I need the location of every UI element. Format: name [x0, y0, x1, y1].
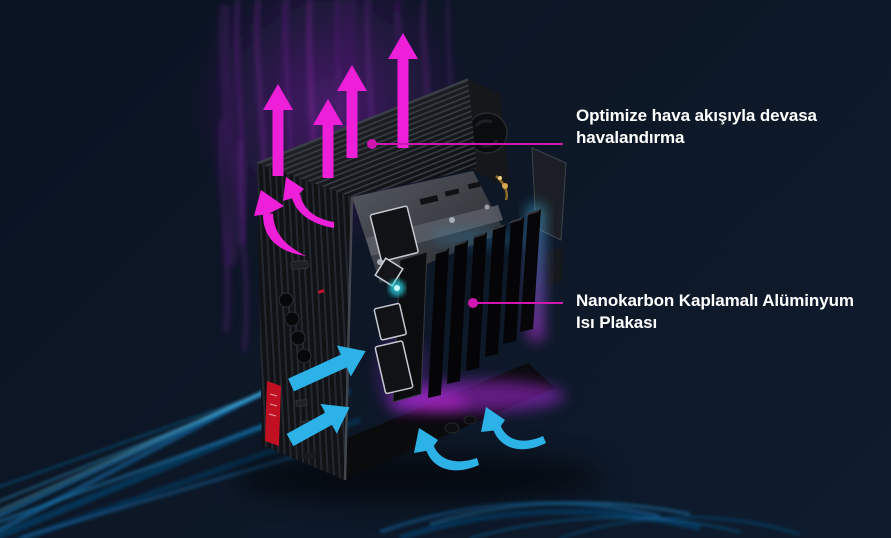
- heatsink-fin: [428, 248, 449, 398]
- intake-arrows: [286, 345, 546, 471]
- exhaust-swirl-arrow-icon: [283, 177, 334, 228]
- exhaust-arrow-up-icon: [337, 65, 367, 158]
- intake-arrow-icon: [286, 403, 350, 447]
- heatsink-fin: [447, 240, 468, 384]
- exhaust-swirl-arrow-icon: [254, 190, 306, 256]
- callout-lines: [367, 139, 563, 308]
- device-shadow: [235, 452, 605, 504]
- intake-swirl-arrow-icon: [481, 407, 546, 450]
- intake-arrow-icon: [288, 345, 366, 392]
- motherboard-modules: [369, 205, 419, 395]
- annotation-heat-plate: Nanokarbon Kaplamalı Alüminyum Isı Plaka…: [576, 291, 854, 332]
- cpu-chip: [374, 257, 404, 287]
- exhaust-arrow-up-icon: [263, 84, 293, 176]
- exhaust-arrow-up-icon: [388, 33, 418, 148]
- callout-dot-heat-plate: [468, 298, 478, 308]
- annotation-ventilation: Optimize hava akışıyla devasa havalandır…: [576, 106, 817, 147]
- callout-dot-ventilation: [367, 139, 377, 149]
- exhaust-arrow-up-icon: [313, 99, 343, 178]
- exhaust-arrows: [254, 33, 418, 256]
- rog-red-label: [265, 381, 281, 446]
- mini-pc-device: [235, 78, 605, 504]
- device-foot: [463, 415, 477, 425]
- heatsink-fin: [503, 217, 524, 344]
- top-vent-grille: [256, 78, 477, 197]
- antenna-connector: [502, 183, 508, 189]
- device-foot: [444, 422, 460, 434]
- heatsink-fin: [485, 224, 506, 357]
- intake-swirl-arrow-icon: [414, 428, 479, 471]
- heatsink-fin: [520, 209, 541, 332]
